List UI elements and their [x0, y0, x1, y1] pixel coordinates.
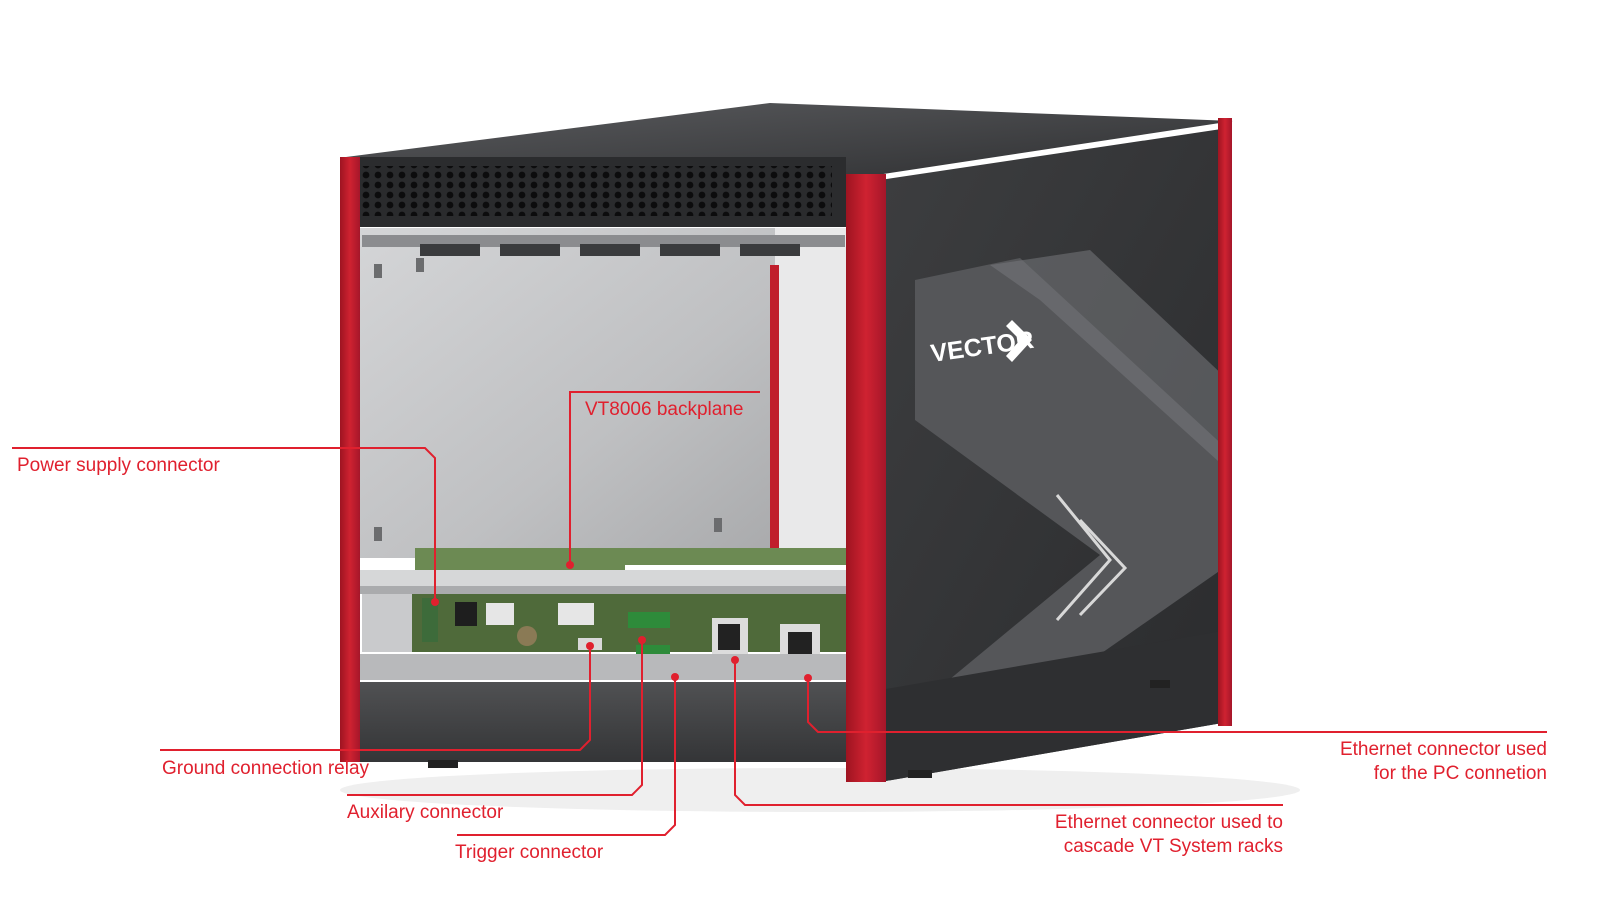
interior-rail: [770, 265, 779, 565]
dot-ground-relay: [586, 642, 594, 650]
side-chevron-light: [990, 250, 1228, 470]
backplane-board: [415, 548, 850, 570]
dot-backplane: [566, 561, 574, 569]
foot-pad-left: [428, 760, 458, 768]
foot-pad-right: [908, 770, 932, 778]
dot-eth-pc: [804, 674, 812, 682]
label-eth-pc-line2: for the PC connetion: [1373, 763, 1547, 784]
rack-interior-right: [775, 228, 855, 558]
label-eth-pc-line1: Ethernet connector used: [1339, 739, 1547, 760]
label-eth-cascade: Ethernet connector used to cascade VT Sy…: [983, 811, 1283, 859]
label-power-supply: Power supply connector: [17, 455, 220, 476]
label-eth-pc: Ethernet connector used for the PC conne…: [1247, 738, 1547, 786]
dot-trigger: [671, 673, 679, 681]
side-base-strip: [880, 630, 1228, 782]
vent-grille: [362, 166, 832, 216]
lower-rail: [360, 586, 848, 594]
leader-auxiliary: [347, 640, 643, 796]
leader-eth-pc: [807, 678, 1547, 733]
label-trigger: Trigger connector: [455, 842, 604, 863]
leader-eth-cascade: [734, 660, 1283, 806]
side-chevron-outline-1: [1055, 494, 1112, 621]
leader-ground-relay: [160, 646, 591, 751]
label-auxiliary: Auxilary connector: [347, 802, 504, 823]
red-frame-left: [340, 157, 360, 762]
floor-shadow: [340, 768, 1300, 812]
label-backplane: VT8006 backplane: [585, 399, 744, 420]
leader-lines: [12, 391, 1547, 836]
card-rail-top: [362, 235, 845, 247]
red-frame-back-right: [1218, 118, 1232, 726]
foot-pad-back: [1150, 680, 1170, 688]
dot-auxiliary: [638, 636, 646, 644]
leader-dots: [431, 561, 812, 682]
bottom-rail: [360, 654, 848, 680]
backwall-slots: [374, 258, 722, 541]
leader-trigger: [457, 677, 676, 836]
card-guides-top: [420, 244, 800, 256]
leader-backplane: [569, 391, 760, 565]
backplane-bar: [360, 570, 848, 586]
front-foot: [346, 682, 846, 762]
side-chevron-outline-2: [1078, 518, 1128, 617]
connector-pcb-left: [362, 594, 412, 652]
vector-logo-chevron: [1006, 320, 1032, 362]
side-chevron-large: [915, 258, 1228, 710]
label-eth-cascade-line1: Ethernet connector used to: [1054, 812, 1283, 833]
red-frame-front-right: [846, 174, 886, 782]
leader-power-supply: [12, 447, 436, 602]
label-ground-relay: Ground connection relay: [162, 758, 370, 779]
dot-eth-cascade: [731, 656, 739, 664]
dot-power-supply: [431, 598, 439, 606]
label-eth-cascade-line2: cascade VT System racks: [1063, 836, 1283, 857]
